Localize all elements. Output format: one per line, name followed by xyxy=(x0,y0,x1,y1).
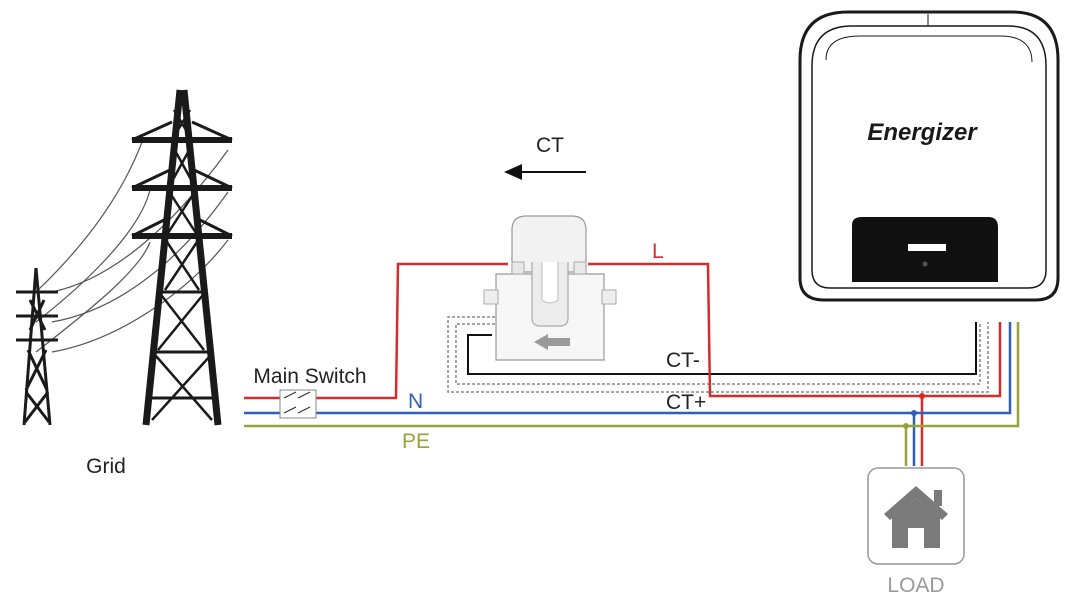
house-icon xyxy=(884,486,948,548)
ct-wire xyxy=(467,322,977,375)
left-arrow-icon xyxy=(504,164,586,180)
ct-plus-label: CT+ xyxy=(666,391,706,414)
live-wire xyxy=(244,262,1002,466)
live-label: L xyxy=(652,240,664,263)
load-box xyxy=(867,467,965,565)
earth-label: PE xyxy=(402,430,430,453)
ct-title: CT xyxy=(536,134,564,157)
main-switch-label: Main Switch xyxy=(253,365,366,388)
grid-label: Grid xyxy=(86,455,126,478)
overhead-cables xyxy=(35,141,229,353)
ct-clamp xyxy=(483,215,617,361)
load-label: LOAD xyxy=(887,574,944,597)
neutral-wire xyxy=(244,322,1012,466)
ct-shield-cable xyxy=(447,316,989,393)
arrow-left-icon xyxy=(534,334,570,350)
earth-wire xyxy=(244,322,1020,466)
inverter-unit: Energizer xyxy=(798,10,1060,302)
neutral-label: N xyxy=(408,390,423,413)
main-switch-icon xyxy=(279,389,317,419)
display-bar xyxy=(908,244,946,251)
ct-minus-label: CT- xyxy=(666,349,700,372)
small-tower-icon xyxy=(16,267,58,426)
large-tower-icon xyxy=(131,89,233,426)
brand-logo: Energizer xyxy=(867,119,978,146)
